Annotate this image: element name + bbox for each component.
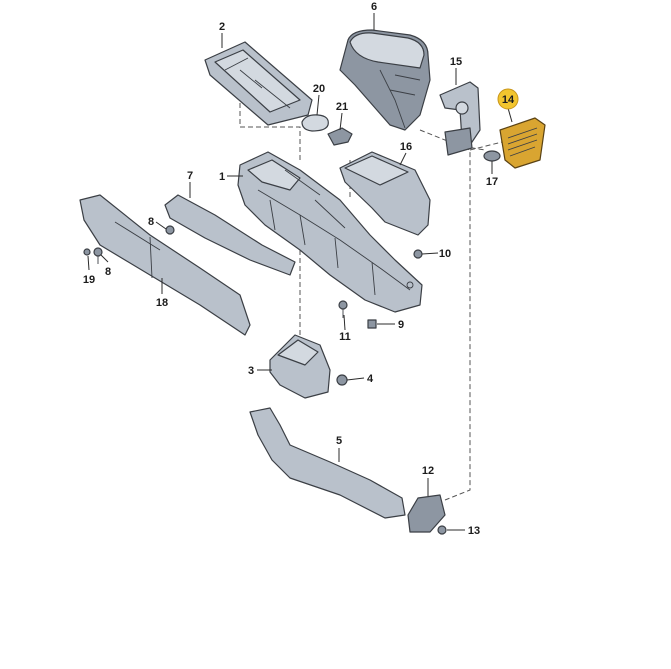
part-17-clip [483,150,501,162]
callout-10: 10 [439,248,451,260]
callout-17: 17 [486,176,498,188]
part-3-shifter-unit [269,334,331,399]
callout-15: 15 [450,56,462,68]
callout-5: 5 [336,435,342,447]
fastener-8a [165,225,175,235]
part-12-bracket [407,494,446,533]
fastener-9 [367,319,377,329]
callout-labels: 2 6 20 21 15 14 16 17 1 7 8 8 19 18 10 1… [83,1,519,537]
callout-21: 21 [336,101,348,113]
part-2-tray [204,41,313,126]
callout-13: 13 [468,525,480,537]
part-6-armrest [339,29,431,131]
callout-2: 2 [219,21,225,33]
part-16-bin [339,151,431,236]
fastener-8b [93,247,103,264]
callout-12: 12 [422,465,434,477]
fastener-4 [336,374,348,386]
fastener-13 [437,525,447,535]
callout-8a: 8 [148,216,154,228]
part-14-vent-highlighted [499,117,546,169]
callout-4: 4 [367,373,374,385]
callout-19: 19 [83,274,95,286]
callout-18: 18 [156,297,168,309]
part-7-side-trim [164,194,296,276]
part-5-duct [249,407,406,519]
callout-1: 1 [219,171,225,183]
part-18-side-panel [79,194,251,336]
callout-3: 3 [248,365,254,377]
fastener-11 [338,300,348,318]
fastener-10 [413,249,423,259]
part-20-cap [301,114,329,132]
callout-11: 11 [339,331,351,343]
callout-20: 20 [313,83,325,95]
fastener-19 [83,248,91,256]
callout-7: 7 [187,170,193,182]
callout-9: 9 [398,319,404,331]
leader-lines [87,13,513,531]
part-1-console-body [237,151,423,313]
callout-14: 14 [502,94,515,106]
part-21-clip [327,127,353,146]
callout-14-badge [497,88,519,110]
callout-6: 6 [371,1,377,13]
callout-8b: 8 [105,266,111,278]
part-15-cover [439,81,481,156]
callout-16: 16 [400,141,412,153]
